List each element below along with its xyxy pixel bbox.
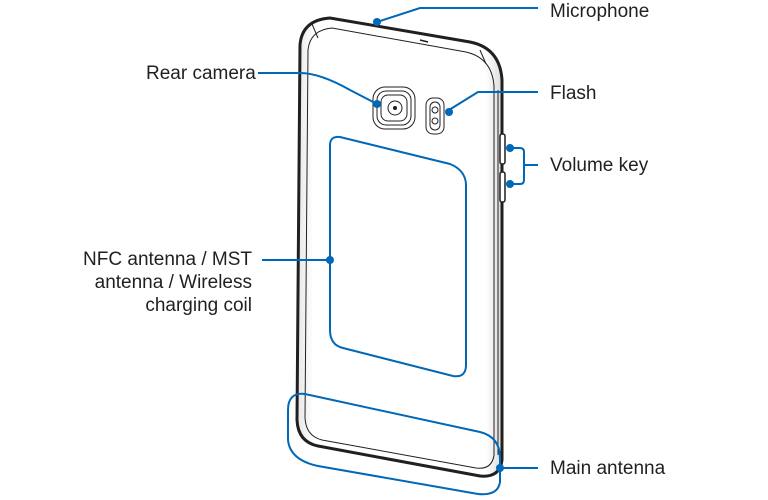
main-antenna-outline xyxy=(287,392,501,496)
label-nfc-line1: NFC antenna / MST xyxy=(83,249,252,270)
label-rear-camera: Rear camera xyxy=(146,63,256,84)
callout-lines xyxy=(258,7,538,469)
label-nfc-line2: antenna / Wireless xyxy=(94,272,252,293)
label-nfc-line3: charging coil xyxy=(145,295,252,316)
label-flash: Flash xyxy=(550,83,597,104)
nfc-coil-outline xyxy=(329,135,467,378)
rear-camera-module xyxy=(372,86,416,130)
callout-dots xyxy=(326,18,514,472)
label-microphone: Microphone xyxy=(550,1,650,22)
volume-keys xyxy=(499,133,506,203)
label-volume-key: Volume key xyxy=(550,155,649,176)
label-nfc-antenna: NFC antenna / MST antenna / Wireless cha… xyxy=(60,248,252,317)
label-main-antenna: Main antenna xyxy=(550,458,666,479)
phone-body xyxy=(295,16,504,478)
flash-module xyxy=(425,97,445,135)
